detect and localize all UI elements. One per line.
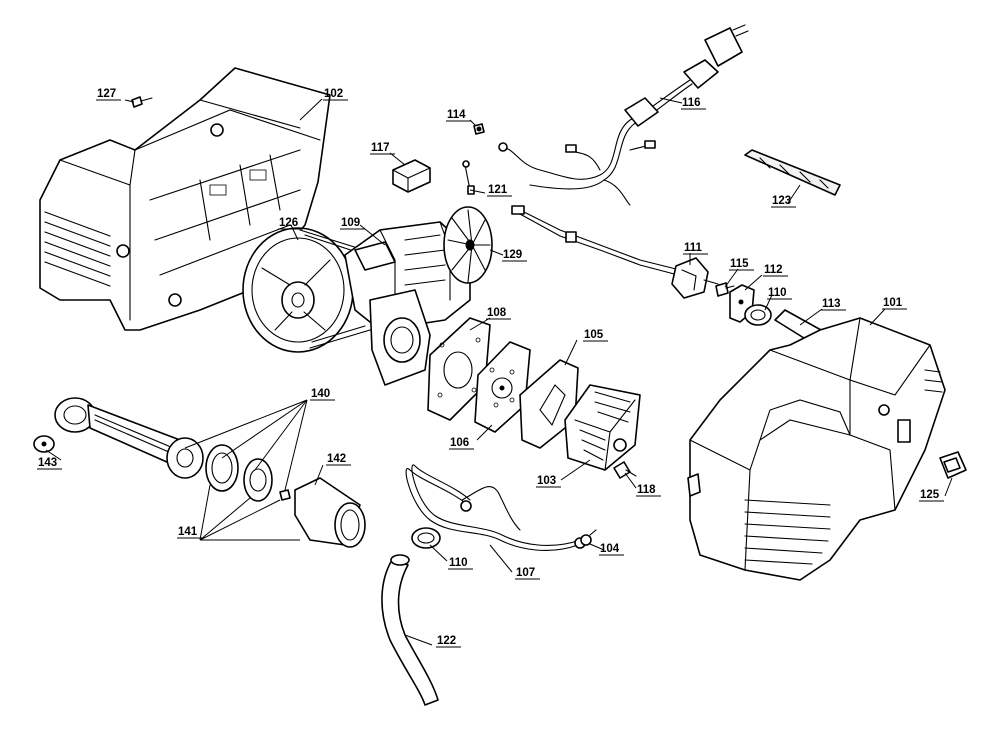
callout-label-116: 116: [682, 97, 701, 109]
part-121-connector: [462, 160, 475, 195]
part-115-fitting: [715, 282, 735, 297]
callout-label-114: 114: [447, 109, 466, 121]
part-141-screw: [279, 489, 291, 501]
part-104-fitting: [580, 529, 597, 546]
callout-label-129: 129: [503, 249, 522, 261]
callout-label-106: 106: [450, 437, 469, 449]
part-122-hose: [381, 554, 439, 706]
callout-label-102: 102: [324, 88, 343, 100]
callout-label-126: 126: [279, 217, 298, 229]
part-117-pad: [392, 159, 431, 193]
callout-label-101: 101: [883, 297, 903, 309]
callout-label-110: 110: [768, 287, 787, 299]
part-116-power-cord: [498, 24, 749, 206]
callout-label-110: 110: [449, 557, 468, 569]
callout-label-111: 111: [684, 242, 703, 254]
callout-labels: 101 102 103 104 105 106 107 108 109 110 110 111 112 1…: [37, 88, 944, 648]
callout-label-113: 113: [822, 298, 841, 310]
part-118-bolt: [613, 461, 637, 479]
callout-label-122: 122: [437, 635, 456, 647]
part-110-clamp-lower: [411, 527, 441, 549]
part-127-screw: [131, 96, 153, 108]
part-126-pulley-belt: [242, 227, 381, 353]
callout-label-141: 141: [178, 526, 198, 538]
callout-label-104: 104: [600, 543, 620, 555]
callout-label-118: 118: [637, 484, 656, 496]
part-110-clamp-right: [744, 304, 772, 326]
part-140-connecting-rod: [54, 397, 204, 479]
callout-label-142: 142: [327, 453, 346, 465]
part-142-cylinder-sleeve: [294, 477, 366, 548]
callout-label-112: 112: [764, 264, 783, 276]
part-143-washer: [33, 435, 55, 453]
part-140-disc: [205, 444, 273, 502]
callout-label-115: 115: [730, 258, 749, 270]
callout-label-105: 105: [584, 329, 604, 341]
part-129-fan: [443, 206, 493, 284]
part-108-gasket: [427, 317, 491, 421]
callout-label-143: 143: [38, 457, 57, 469]
part-103-cylinder-head: [564, 384, 641, 471]
callout-label-123: 123: [772, 195, 791, 207]
callout-label-107: 107: [516, 567, 535, 579]
part-101-main-housing: [687, 317, 946, 581]
callout-label-127: 127: [97, 88, 116, 100]
callout-label-117: 117: [371, 142, 390, 154]
part-125-switch: [939, 451, 967, 479]
part-111-harness: [511, 205, 719, 299]
callout-label-108: 108: [487, 307, 507, 319]
part-109-motor: [344, 221, 471, 386]
part-114-fastener: [473, 123, 485, 135]
callout-label-103: 103: [537, 475, 556, 487]
callout-label-121: 121: [488, 184, 508, 196]
callout-label-140: 140: [311, 388, 330, 400]
callout-label-125: 125: [920, 489, 940, 501]
part-123-foot-bar: [744, 149, 841, 196]
callout-label-109: 109: [341, 217, 360, 229]
